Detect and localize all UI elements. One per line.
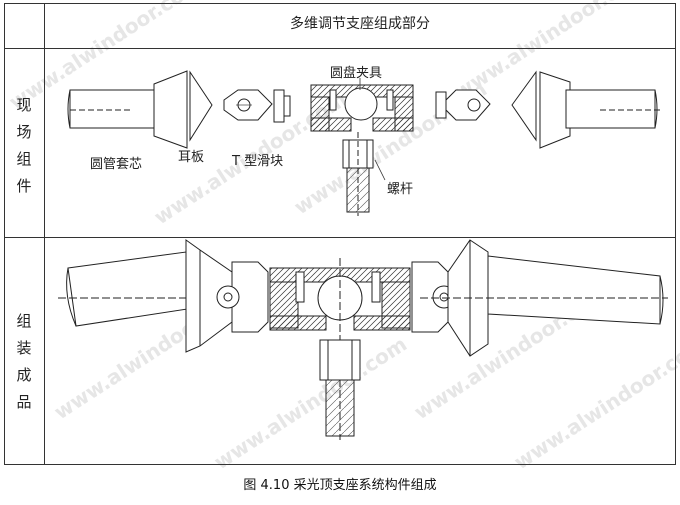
left-ear-block [231,261,269,333]
row2-char-3: 成 [16,366,32,384]
left-tube [67,251,195,327]
label-t-slider: T 型滑块 [232,154,284,169]
row1-char-1: 现 [16,96,32,114]
row1-char-2: 场 [16,123,32,141]
figure-caption: 图 4.10 采光顶支座系统构件组成 [243,478,437,493]
right-ear-plate [435,89,491,121]
row1-leaders [359,78,386,181]
clamp-row2 [269,258,411,440]
label-sleeve: 圆管套芯 [90,157,143,172]
label-screw: 螺杆 [387,182,414,197]
row2-assembly [58,239,668,440]
table-header: 多维调节支座组成部分 [290,16,430,32]
screw-row1 [342,132,374,216]
label-ear-plate: 耳板 [178,150,205,165]
row2-char-2: 装 [16,339,32,357]
left-ear-plate [223,89,273,121]
screw-row2 [319,339,361,437]
table-frame [4,3,676,465]
clamp-row1 [310,84,414,132]
row1-char-3: 组 [16,150,32,168]
watermark-6: www.alwindoor.com [210,332,411,474]
watermark-8: www.alwindoor.com [510,332,680,474]
row2-char-4: 品 [16,393,32,411]
right-tube-sleeve [511,70,660,149]
left-tube-sleeve [67,70,213,149]
t-slider [273,89,291,123]
row2-char-1: 组 [16,312,32,330]
row1-char-4: 件 [16,177,32,195]
row2-label: 组 装 成 品 [14,308,34,416]
row1-label: 现 场 组 件 [14,92,34,200]
label-clamp: 圆盘夹具 [330,66,383,81]
right-tube [487,255,661,325]
row1-parts [67,70,660,216]
